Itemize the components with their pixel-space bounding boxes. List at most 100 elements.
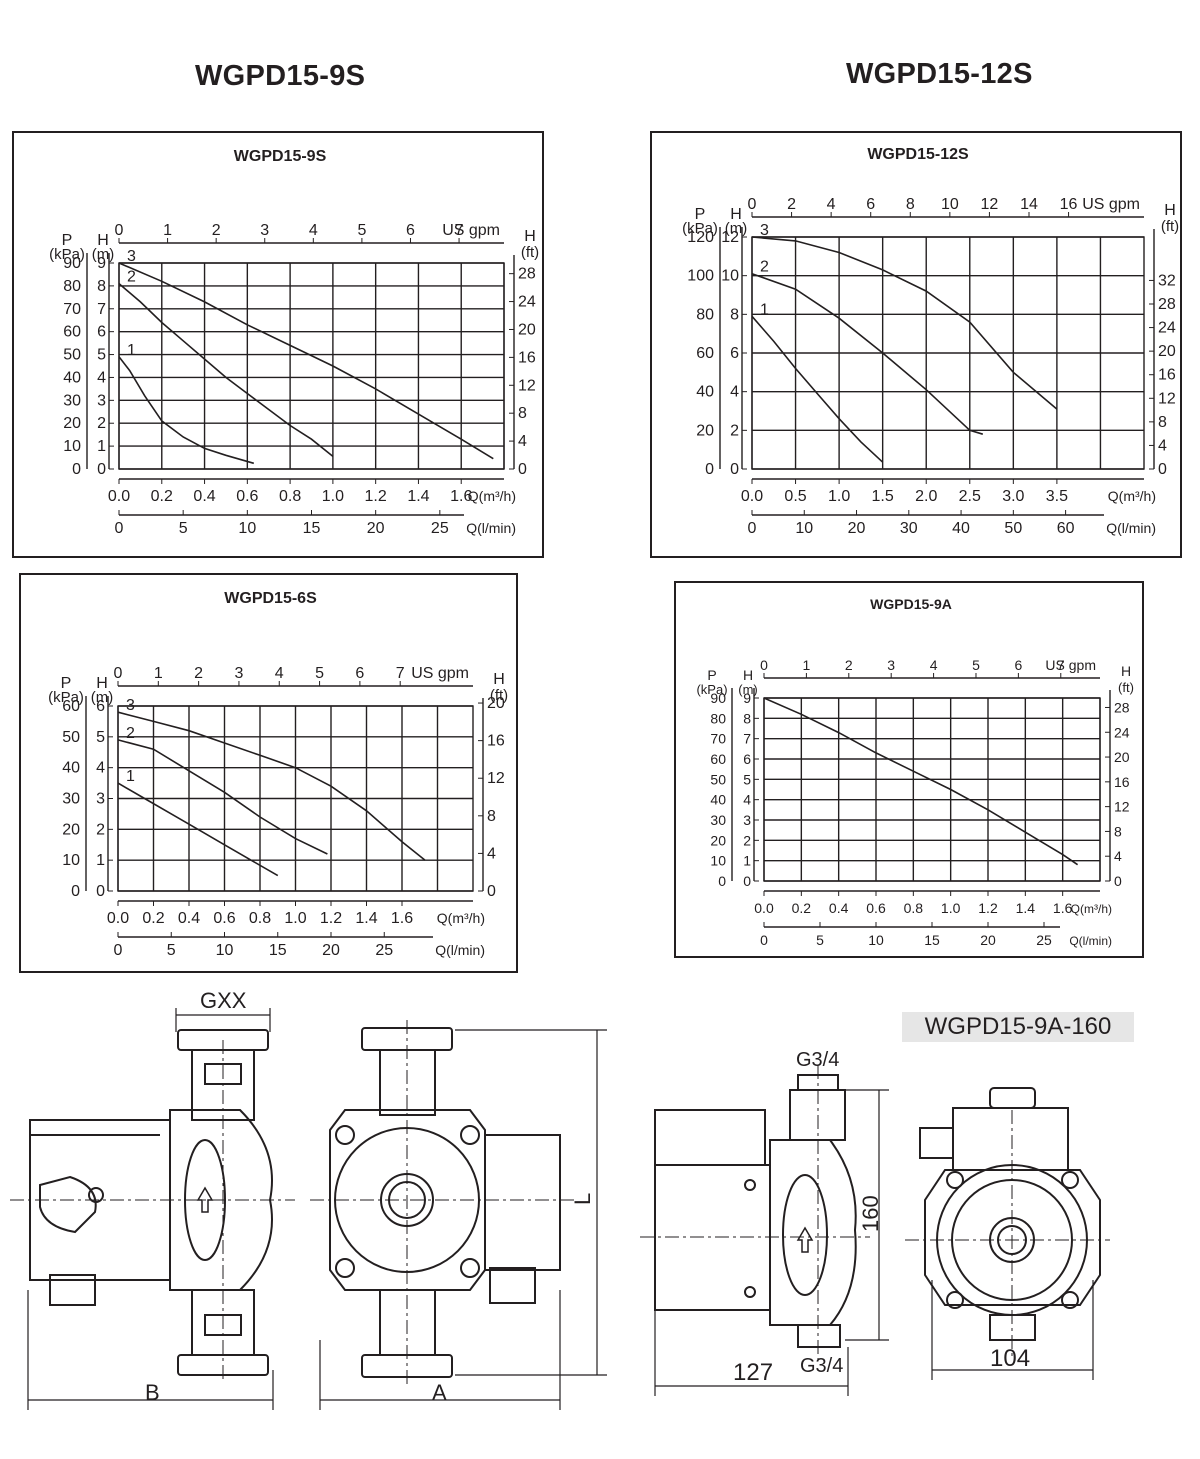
q-tick-label: 0.0	[107, 910, 129, 927]
p-tick-label: 40	[63, 369, 81, 386]
q-tick-label: 1.0	[284, 910, 306, 927]
pump-front-view	[310, 1020, 607, 1410]
gpm-tick-label: 7	[455, 222, 464, 239]
gpm-tick-label: 4	[827, 196, 836, 213]
h-tick-label: 8	[730, 306, 739, 323]
lmin-tick-label: 10	[868, 932, 884, 948]
h-axis-label: H	[96, 675, 108, 692]
h-tick-label: 2	[743, 832, 751, 848]
h-tick-label: 6	[97, 324, 106, 341]
gpm-tick-label: 2	[845, 657, 853, 673]
p-tick-label: 30	[62, 791, 80, 808]
h-tick-label: 9	[743, 690, 751, 706]
h-axis-unit: (m)	[738, 682, 758, 697]
q-axis-label: Q(m³/h)	[1071, 902, 1112, 916]
q-tick-label: 0.4	[178, 910, 200, 927]
p-tick-label: 50	[62, 729, 80, 746]
lmin-tick-label: 30	[900, 520, 918, 537]
lmin-tick-label: 15	[303, 520, 321, 537]
p-tick-label: 0	[718, 873, 726, 889]
grid	[763, 697, 1101, 882]
plot-frame	[763, 697, 1101, 882]
gpm-tick-label: 5	[972, 657, 980, 673]
dim-g-top: G3/4	[796, 1049, 839, 1071]
h-axis-unit: (m)	[91, 689, 114, 706]
h-tick-label: 5	[96, 729, 105, 746]
ft-tick-label: 0	[1114, 873, 1122, 889]
h-tick-label: 5	[743, 771, 751, 787]
q-tick-label: 0.0	[108, 488, 130, 505]
p-axis-unit: (kPa)	[49, 246, 85, 263]
gpm-tick-label: 1	[163, 222, 172, 239]
dim-gxx: GXX	[200, 988, 247, 1013]
q-tick-label: 0.5	[784, 488, 806, 505]
ft-tick-label: 16	[1114, 774, 1130, 790]
chart-title: WGPD15-12S	[867, 146, 969, 163]
grid	[118, 262, 505, 470]
p-tick-label: 0	[72, 461, 81, 478]
q-tick-label: 3.0	[1002, 488, 1024, 505]
series-2-line	[751, 272, 984, 435]
gpm-tick-label: 0	[748, 196, 757, 213]
ft-tick-label: 24	[518, 294, 536, 311]
p-tick-label: 50	[63, 347, 81, 364]
ft-axis-label: H	[1164, 202, 1176, 219]
p-tick-label: 70	[710, 731, 726, 747]
p-tick-label: 10	[63, 438, 81, 455]
p-axis-label: P	[62, 232, 73, 249]
gpm-tick-label: 0	[115, 222, 124, 239]
q-tick-label: 1.2	[365, 488, 387, 505]
lmin-tick-label: 20	[367, 520, 385, 537]
p-tick-label: 60	[62, 698, 80, 715]
h-tick-label: 0	[97, 461, 106, 478]
ft-tick-label: 20	[487, 695, 505, 712]
lmin-tick-label: 0	[115, 520, 124, 537]
q-tick-label: 0.6	[213, 910, 235, 927]
chart-wgpd15-12s: WGPD15-12S002204406608801010012120P(kPa)…	[682, 146, 1179, 537]
p-tick-label: 30	[63, 392, 81, 409]
q-tick-label: 0.6	[866, 900, 886, 916]
gpm-tick-label: 5	[315, 665, 324, 682]
q-tick-label: 0.0	[741, 488, 763, 505]
p-tick-label: 10	[710, 853, 726, 869]
ft-tick-label: 12	[487, 770, 505, 787]
series-1-line	[763, 697, 1079, 866]
chart-title: WGPD15-9A	[870, 596, 952, 612]
p-axis-label: P	[61, 675, 72, 692]
gpm-tick-label: 6	[355, 665, 364, 682]
h-tick-label: 10	[721, 268, 739, 285]
h-tick-label: 8	[743, 710, 751, 726]
ft-tick-label: 12	[1114, 799, 1130, 815]
h-tick-label: 1	[97, 438, 106, 455]
lmin-tick-label: 15	[269, 942, 287, 959]
q-tick-label: 1.6	[391, 910, 413, 927]
ft-tick-label: 4	[1158, 437, 1167, 454]
lmin-tick-label: 10	[238, 520, 256, 537]
p-tick-label: 80	[710, 710, 726, 726]
gpm-tick-label: 1	[802, 657, 810, 673]
pump-9a-front-view	[905, 1087, 1110, 1380]
gpm-axis-label: US gpm	[411, 665, 469, 682]
p-axis-unit: (kPa)	[48, 689, 84, 706]
ft-tick-label: 8	[487, 808, 496, 825]
h-axis-label: H	[730, 206, 742, 223]
series-3-label: 3	[760, 222, 769, 239]
ft-axis-label: H	[493, 671, 505, 688]
gpm-tick-label: 10	[941, 196, 959, 213]
plot-frame	[117, 705, 474, 892]
h-tick-label: 4	[730, 384, 739, 401]
chart-wgpd15-9a: WGPD15-9A00110220330440550660770880990P(…	[696, 596, 1133, 948]
p-tick-label: 40	[696, 384, 714, 401]
ft-tick-label: 20	[518, 321, 536, 338]
q-tick-label: 3.5	[1046, 488, 1068, 505]
h-tick-label: 6	[96, 698, 105, 715]
gpm-tick-label: 14	[1020, 196, 1038, 213]
ft-tick-label: 12	[1158, 390, 1176, 407]
p-tick-label: 20	[63, 415, 81, 432]
h-tick-label: 7	[97, 301, 106, 318]
h-tick-label: 0	[730, 461, 739, 478]
lmin-tick-label: 0	[748, 520, 757, 537]
lmin-axis-label: Q(l/min)	[1106, 520, 1156, 536]
gpm-tick-label: 6	[1014, 657, 1022, 673]
